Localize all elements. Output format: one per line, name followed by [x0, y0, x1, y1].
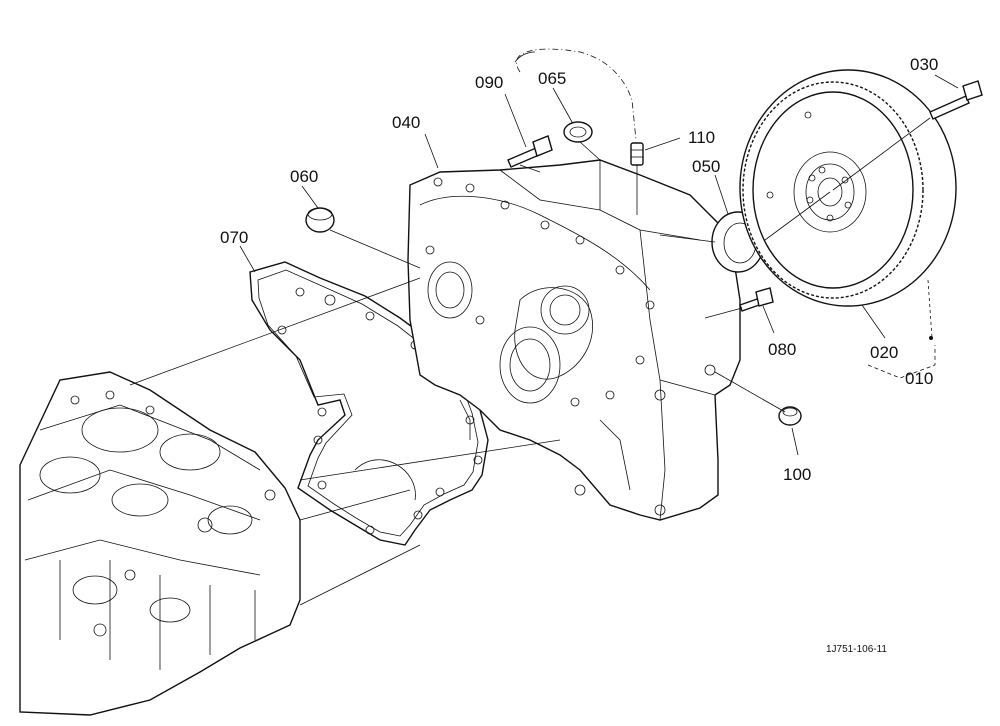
plug-060: [305, 207, 335, 233]
label-065: 065: [538, 69, 566, 88]
gear-case-040: [407, 159, 741, 521]
oil-seal-065: [563, 121, 593, 143]
label-030: 030: [910, 55, 938, 74]
label-050: 050: [692, 157, 720, 176]
label-110: 110: [688, 128, 715, 147]
plug-100: [778, 406, 802, 426]
drawing-code: 1J751-106-11: [826, 644, 887, 655]
label-040: 040: [392, 113, 420, 132]
engine-block: [19, 371, 301, 716]
label-090: 090: [475, 73, 503, 92]
label-020: 020: [870, 343, 898, 362]
bolt-090: [507, 135, 553, 168]
label-010: 010: [905, 369, 933, 388]
breather-pipe: [516, 48, 637, 141]
label-leaders: [239, 74, 959, 456]
nipple-110: [630, 142, 644, 166]
flywheel-020: [739, 69, 957, 307]
bolt-080: [739, 287, 774, 312]
label-080: 080: [768, 340, 796, 359]
assembly-lines: [129, 117, 931, 606]
bolt-030: [929, 80, 983, 120]
label-100: 100: [783, 465, 811, 484]
label-070: 070: [220, 228, 248, 247]
label-060: 060: [290, 167, 318, 186]
